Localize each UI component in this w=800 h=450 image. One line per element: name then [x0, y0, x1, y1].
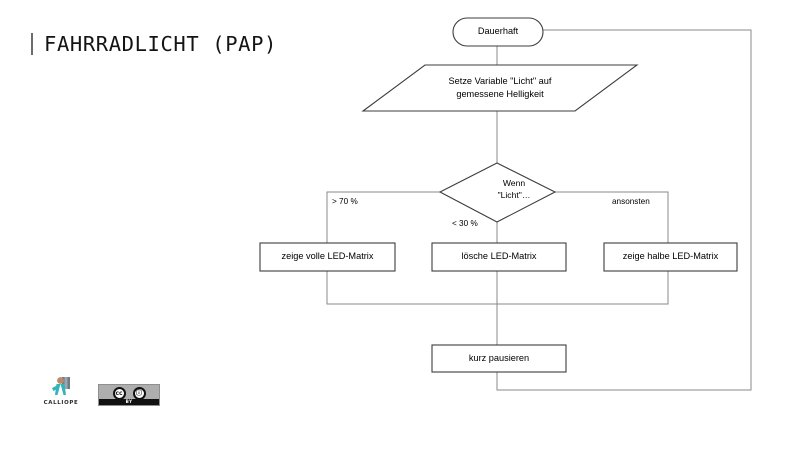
pause-box-shape: [431, 344, 567, 373]
cc-by-label: BY: [99, 399, 159, 405]
page-title: FAHRRADLICHT (PAP): [31, 32, 277, 56]
start-terminator-shape: [452, 17, 544, 47]
calliope-logo: CALLIOPE: [40, 376, 82, 406]
edge-loop-back: [496, 29, 752, 391]
title-accent-bar: [31, 33, 33, 55]
decision-diamond-shape: [438, 162, 557, 223]
title-text: FAHRRADLICHT (PAP): [44, 32, 277, 56]
action-box-left-shape: [259, 242, 396, 272]
connector-lines: [326, 29, 752, 391]
calliope-figure-icon: [47, 376, 75, 398]
calliope-wordmark: CALLIOPE: [43, 400, 79, 406]
footer-logos: CALLIOPE cc ⓘ BY: [40, 376, 160, 406]
edge-decision-to-left-action: [326, 191, 440, 243]
action-box-right-shape: [603, 242, 738, 272]
cc-by-license-badge[interactable]: cc ⓘ BY: [98, 384, 160, 406]
assign-parallelogram-shape: [361, 64, 639, 112]
branch-label-center: < 30 %: [452, 219, 478, 228]
action-box-center-shape: [431, 242, 567, 272]
edge-decision-to-right-action: [555, 191, 669, 243]
branch-label-right: ansonsten: [612, 197, 650, 206]
calliope-icon-svg: [52, 377, 70, 395]
branch-label-left: > 70 %: [332, 197, 358, 206]
